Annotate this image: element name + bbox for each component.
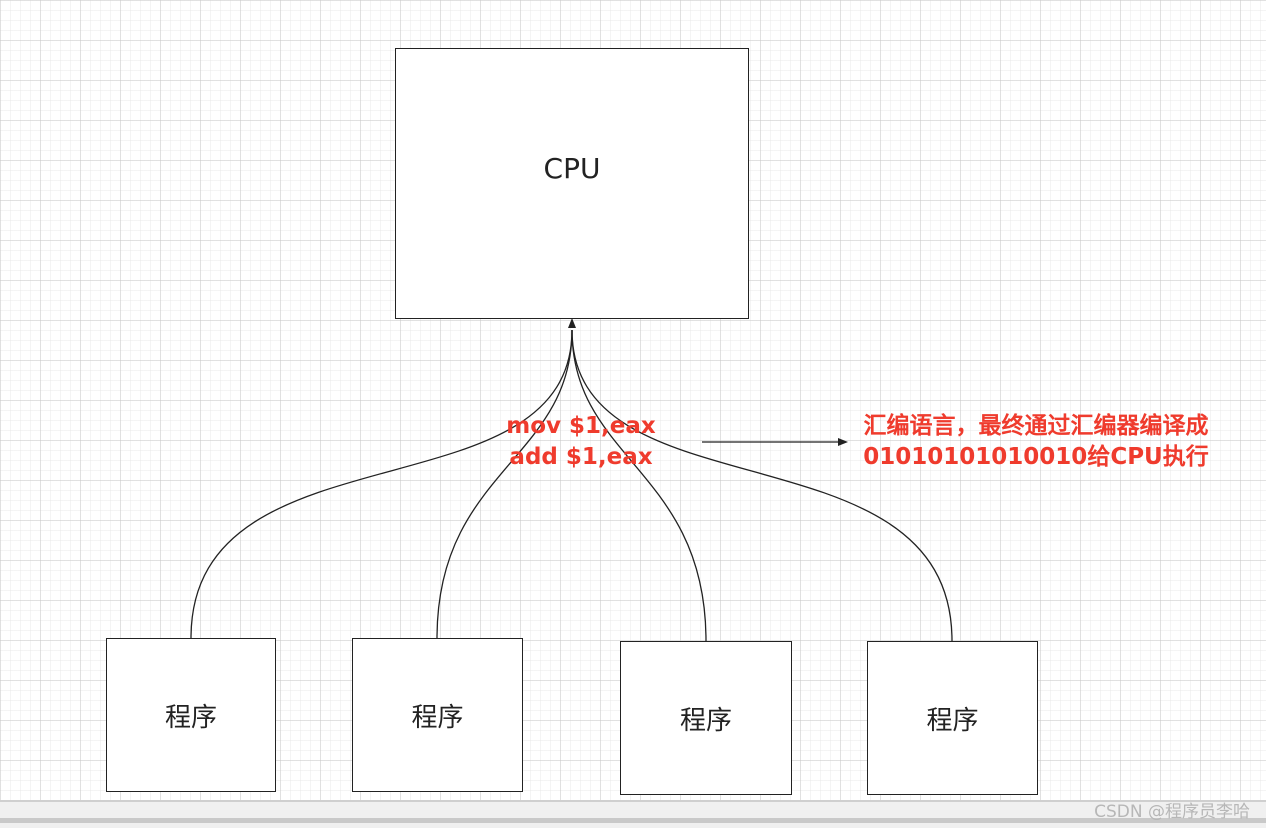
watermark: CSDN @程序员李哈 xyxy=(1094,802,1250,822)
note-line-2: 01010101010010给CPU执行 xyxy=(863,444,1209,470)
assembler-note-annotation: 汇编语言，最终通过汇编器编译成 01010101010010给CPU执行 xyxy=(836,411,1236,473)
note-line-1: 汇编语言，最终通过汇编器编译成 xyxy=(863,413,1209,439)
program-box-3: 程序 xyxy=(620,641,792,795)
program-label: 程序 xyxy=(679,705,732,736)
program-label: 程序 xyxy=(411,702,464,733)
assembly-code-annotation: mov $1,eax add $1,eax xyxy=(496,411,666,473)
connector-program-3-to-cpu xyxy=(571,329,707,642)
bottom-scrollbar[interactable] xyxy=(0,800,1266,828)
cpu-input-arrowhead xyxy=(568,318,576,328)
connector-program-4-to-cpu xyxy=(571,329,953,642)
program-box-2: 程序 xyxy=(352,638,523,792)
note-arrowhead-icon xyxy=(838,438,848,446)
program-label: 程序 xyxy=(164,702,217,733)
program-box-4: 程序 xyxy=(867,641,1038,795)
program-box-1: 程序 xyxy=(106,638,276,792)
connector-program-1-to-cpu xyxy=(190,329,573,639)
connector-program-2-to-cpu xyxy=(436,329,573,639)
cpu-label: CPU xyxy=(543,152,601,185)
assembly-line-1: mov $1,eax xyxy=(506,413,656,439)
assembly-line-2: add $1,eax xyxy=(509,444,653,470)
cpu-box: CPU xyxy=(395,48,749,319)
program-label: 程序 xyxy=(926,705,979,736)
